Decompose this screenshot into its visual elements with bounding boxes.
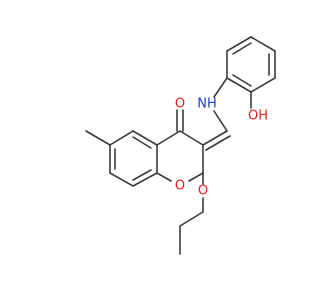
molecule-structure: O NH OH O O: [0, 0, 300, 300]
hydroxyphenyl-ring: [226, 36, 276, 93]
bond: [179, 130, 204, 146]
nh-label: NH: [197, 97, 217, 112]
bond: [226, 77, 252, 93]
methyl-bond: [85, 130, 111, 146]
double-bond-line: [132, 169, 152, 181]
ch-nh-bond: [213, 110, 228, 132]
exocyclic-double-bond: [205, 135, 231, 151]
double-bond-line: [132, 136, 152, 149]
bond: [109, 130, 134, 146]
ethyl-bond: [179, 211, 204, 227]
double-bond-line: [232, 74, 252, 87]
molecule-diagram: O NH OH O O: [0, 0, 300, 300]
exocyclic-double-bond: [202, 130, 228, 146]
bond: [226, 36, 252, 52]
nh-aryl-bond: [213, 77, 228, 98]
ether-oxygen-label: O: [198, 184, 208, 199]
hydroxyl-label: OH: [248, 109, 268, 124]
bond: [132, 130, 158, 146]
pyranone-ring: [156, 130, 204, 182]
bond: [250, 36, 276, 52]
bond: [109, 172, 134, 187]
background: [0, 0, 300, 300]
bond: [250, 77, 276, 93]
carbonyl-oxygen-label: O: [175, 97, 185, 112]
double-bond-line: [232, 42, 252, 55]
bond: [132, 172, 158, 187]
bond: [188, 172, 204, 182]
bond: [156, 130, 181, 146]
bond: [156, 172, 172, 182]
fused-benzene-ring: [109, 130, 158, 187]
ring-oxygen-label: O: [175, 179, 185, 194]
